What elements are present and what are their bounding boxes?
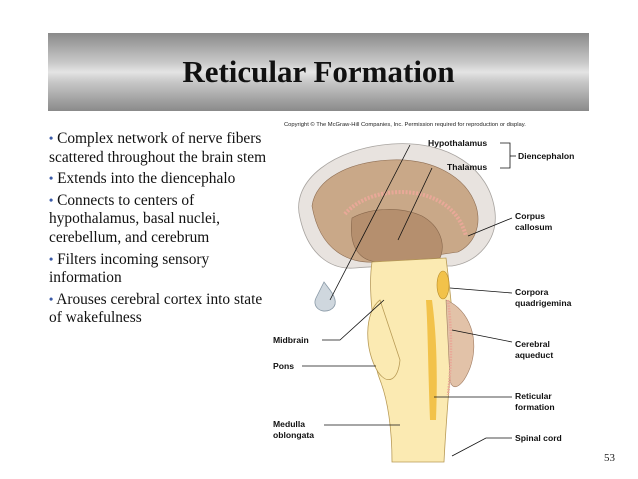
bullet-item: • Arouses cerebral cortex into state of … [49, 290, 271, 328]
label-reticular-formation-line-1: Reticular [515, 391, 552, 401]
label-reticular-formation-line-2: formation [515, 401, 555, 412]
reticular-formation-shape [426, 300, 437, 420]
label-corpus-callosum-line-2: callosum [515, 221, 553, 232]
label-corpus-callosum-line-1: Corpus [515, 211, 546, 221]
bullet-text: Arouses cerebral cortex into state of wa… [49, 290, 263, 327]
label-corpus-callosum: Corpus callosum [515, 211, 552, 232]
label-diencephalon: Diencephalon [518, 151, 575, 161]
hypothalamus-leader [329, 144, 411, 301]
bullet-item: • Complex network of nerve fibers scatte… [49, 129, 271, 167]
slide-title: Reticular Formation [182, 54, 455, 89]
bullet-item: • Connects to centers of hypothalamus, b… [49, 191, 271, 248]
label-thalamus: Thalamus [447, 162, 488, 172]
bullet-text: Extends into the diencephalo [57, 170, 236, 188]
bullet-dot-icon: • [49, 192, 54, 207]
pons-shape [367, 299, 401, 381]
label-cerebral-aqueduct: Cerebral aqueduct [515, 339, 553, 360]
label-hypothalamus: Hypothalamus [428, 138, 488, 148]
bullet-dot-icon: • [49, 131, 54, 145]
bullet-dot-icon: • [49, 251, 54, 266]
label-medulla-oblongata-line-1: Medulla [273, 419, 305, 429]
bullet-text: Complex network of nerve fibers scattere… [49, 130, 267, 166]
cerebral-aqueduct-leader [451, 329, 513, 343]
bullet-text: Filters incoming sensory information [49, 250, 210, 287]
label-corpora-quadrigemina: Corpora quadrigemina [515, 287, 571, 308]
label-spinal-cord: Spinal cord [515, 433, 562, 443]
diencephalon-shape [351, 209, 443, 263]
corpora-quadrigemina-shape [436, 270, 450, 300]
bullet-dot-icon: • [49, 171, 54, 186]
midbrain-leader [322, 299, 385, 341]
label-cerebral-aqueduct-line-2: aqueduct [515, 349, 554, 360]
page-number: 53 [604, 452, 615, 464]
corpora-quadrigemina-leader [449, 287, 513, 294]
label-reticular-formation: Reticular formation [515, 391, 555, 412]
label-medulla-oblongata-line-2: oblongata [273, 429, 315, 440]
label-pons: Pons [273, 361, 295, 371]
thalamus-leader [397, 167, 433, 241]
label-cerebral-aqueduct-line-1: Cerebral [515, 339, 550, 349]
title-bar: Reticular Formation [48, 33, 589, 111]
spinal-cord-leader [451, 437, 512, 457]
cerebral-aqueduct-shape [446, 299, 453, 396]
bullet-text: Connects to centers of hypothalamus, bas… [49, 191, 220, 246]
label-corpora-quadrigemina-line-2: quadrigemina [515, 297, 572, 308]
bullet-item: • Extends into the diencephalo [49, 169, 271, 189]
diencephalon-bracket [500, 142, 511, 169]
corpus-callosum-leader [467, 217, 513, 237]
pituitary-shape [314, 281, 336, 312]
bullet-list: • Complex network of nerve fibers scatte… [49, 129, 271, 330]
bullet-item: • Filters incoming sensory information [49, 250, 271, 288]
label-corpora-quadrigemina-line-1: Corpora [515, 287, 549, 297]
copyright-notice: Copyright © The McGraw-Hill Companies, I… [284, 122, 526, 128]
bullet-dot-icon: • [49, 291, 54, 306]
cerebellum-shape [445, 299, 475, 388]
label-medulla-oblongata: Medulla oblongata [273, 419, 314, 440]
label-midbrain: Midbrain [273, 335, 309, 345]
brain-diagram [298, 142, 516, 463]
